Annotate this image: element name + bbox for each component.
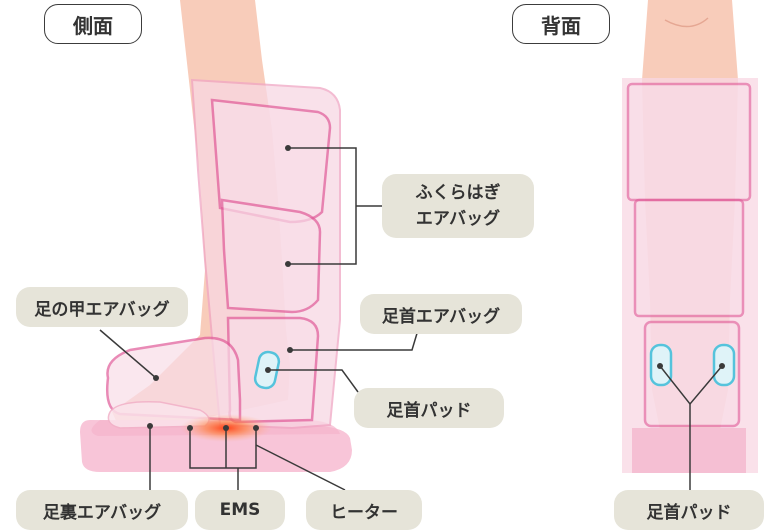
- ankle-pad-back-label: 足首パッド: [614, 490, 764, 530]
- back-buttock-line: [664, 17, 709, 28]
- side-view-label: 側面: [44, 4, 142, 44]
- instep-airbag-label: 足の甲エアバッグ: [16, 287, 188, 327]
- sole-airbag-label: 足裏エアバッグ: [16, 490, 188, 530]
- instep-airbag-shape: [106, 336, 242, 422]
- calf-airbag-lower-shape: [220, 198, 322, 314]
- back-calf-lower-shape: [633, 198, 745, 318]
- ems-label: EMS: [195, 490, 285, 530]
- side-view: [80, 0, 352, 472]
- calf-airbag-label-line2: エアバッグ: [415, 209, 501, 229]
- calf-airbag-label: ふくらはぎ エアバッグ: [382, 174, 534, 238]
- back-view-label: 背面: [512, 4, 610, 44]
- calf-airbag-label-line1: ふくらはぎ: [415, 183, 501, 203]
- ankle-pad-side-label: 足首パッド: [354, 388, 504, 428]
- ankle-airbag-label: 足首エアバッグ: [360, 294, 522, 334]
- leader-dots: [147, 145, 725, 431]
- back-calf-airbag-shape: [626, 82, 752, 202]
- back-base-shape: [632, 428, 746, 473]
- leader-lines: [99, 147, 723, 491]
- back-view: [622, 0, 758, 473]
- heater-label: ヒーター: [306, 490, 422, 530]
